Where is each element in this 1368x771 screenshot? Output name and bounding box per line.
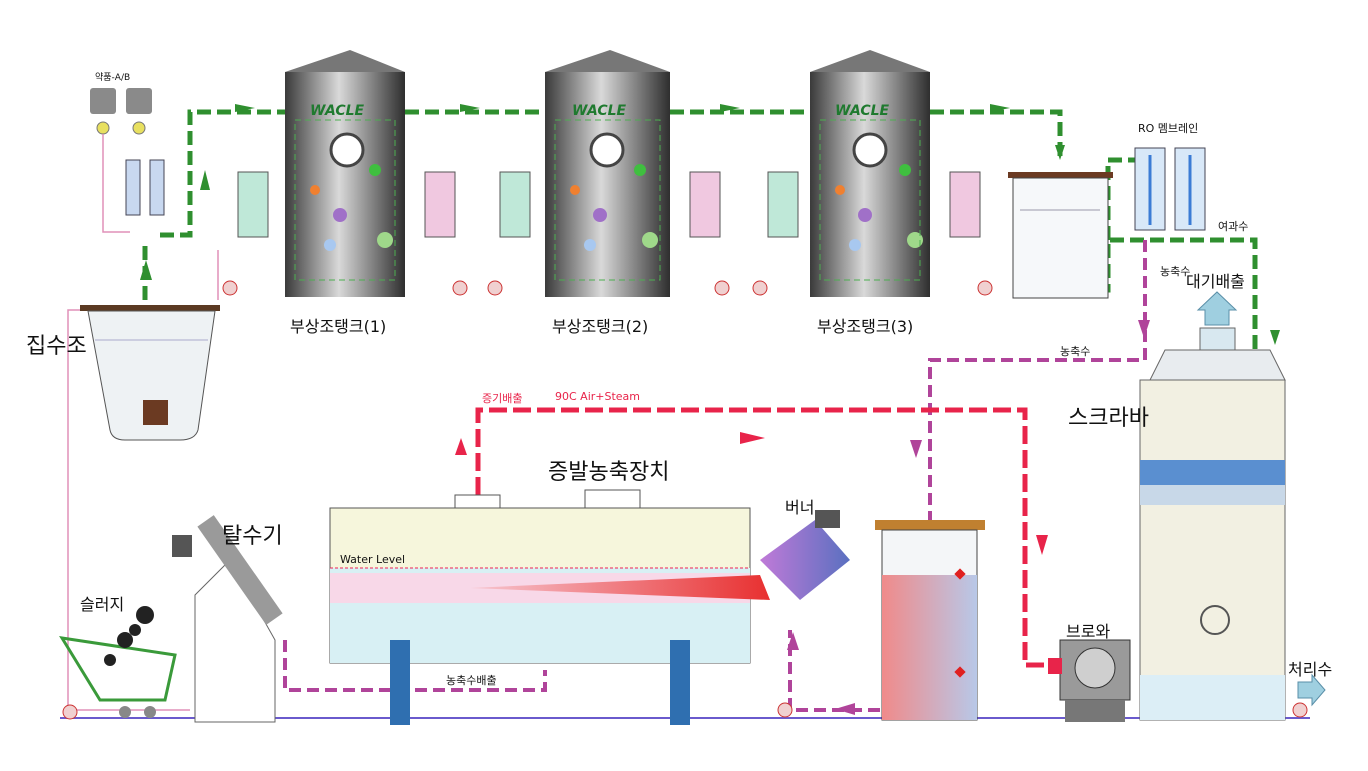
- ro-membrane-label: RO 멤브레인: [1138, 122, 1199, 135]
- dewatering-label: 탈수기: [222, 524, 283, 549]
- burner: [760, 510, 850, 600]
- steam-exhaust-label: 증기배출: [482, 392, 523, 405]
- sludge-cart: [59, 606, 177, 718]
- ro-membrane: [1134, 147, 1206, 231]
- flow-arrow-icon: [455, 432, 1048, 555]
- scrubber-label: 스크라바: [1068, 406, 1149, 431]
- float-tank-1: [285, 50, 405, 297]
- float-tank-1-label: 부상조탱크(1): [290, 317, 387, 336]
- concentrate-label: 농축수: [1060, 345, 1091, 358]
- chemical-bottles: [90, 88, 165, 233]
- water-level-label: Water Level: [340, 553, 406, 566]
- blower: [1048, 639, 1131, 722]
- evaporator-vessel: [329, 489, 770, 725]
- steam-pipe: [475, 407, 1060, 668]
- filtrate-label: 여과수: [1218, 220, 1249, 233]
- sludge-label: 슬러지: [80, 595, 125, 614]
- heat-tank: [875, 520, 985, 721]
- scrubber-tower: [1139, 327, 1286, 721]
- float-tank-3: [810, 50, 930, 297]
- concentrate-label: 농축수: [1160, 265, 1191, 278]
- collection-tank: [80, 305, 220, 441]
- blower-label: 브로와: [1066, 622, 1111, 641]
- flow-arrow-icon: [140, 104, 1280, 345]
- treated-water-label: 처리수: [1288, 660, 1333, 679]
- float-tank-2-label: 부상조탱크(2): [552, 317, 649, 336]
- intermediate-tank: [1008, 172, 1113, 299]
- concentrate-discharge-label: 농축수배출: [446, 674, 497, 687]
- dosing-tanks: [237, 171, 981, 238]
- collection-tank-label: 집수조: [26, 334, 87, 359]
- float-tank-3-label: 부상조탱크(3): [817, 317, 914, 336]
- burner-label: 버너: [785, 498, 815, 517]
- brand-logo: WACLE: [310, 103, 365, 119]
- dewatering-machine: [172, 515, 283, 723]
- flow-arrow-icon: [787, 320, 1150, 715]
- chemical-label: 약품-A/B: [95, 73, 131, 83]
- float-tank-2: [545, 50, 670, 297]
- evaporator-label: 증발농축장치: [548, 460, 670, 485]
- exhaust-arrow-icon: [1196, 291, 1326, 707]
- brand-logo: WACLE: [835, 103, 890, 119]
- exhaust-label: 대기배출: [1186, 272, 1245, 291]
- air-steam-label: 90C Air+Steam: [555, 390, 641, 403]
- brand-logo: WACLE: [572, 103, 627, 119]
- concentrate-pipe: [283, 240, 1147, 712]
